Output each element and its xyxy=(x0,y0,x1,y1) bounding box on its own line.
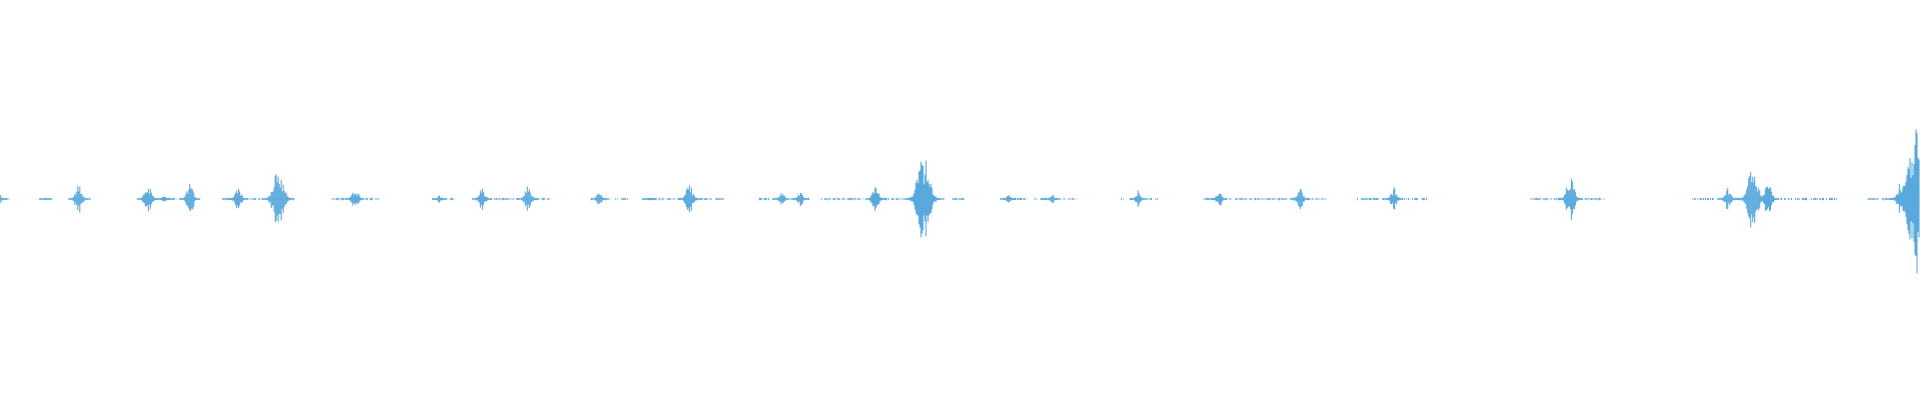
waveform-burst xyxy=(1044,194,1060,204)
waveform-burst xyxy=(1000,195,1016,203)
waveform-burst xyxy=(1756,186,1780,212)
waveform-burst xyxy=(791,192,809,206)
waveform-burst xyxy=(432,195,448,203)
waveform-burst xyxy=(471,188,492,211)
waveform-burst xyxy=(345,192,365,206)
waveform-burst xyxy=(1210,193,1228,206)
waveform-burst xyxy=(1718,188,1738,210)
waveform-burst xyxy=(1289,188,1310,210)
waveform-burst xyxy=(157,196,173,202)
waveform-burst xyxy=(641,197,656,201)
waveform-burst xyxy=(0,195,8,203)
waveform-burst xyxy=(1889,129,1920,274)
waveform-burst xyxy=(136,188,158,212)
waveform-bursts xyxy=(0,129,1920,274)
waveform-burst xyxy=(1557,179,1583,221)
waveform-burst xyxy=(517,186,538,211)
waveform-burst xyxy=(865,187,886,211)
waveform-burst xyxy=(677,185,700,213)
waveform-burst xyxy=(179,183,201,211)
waveform-burst xyxy=(68,185,89,213)
waveform-burst xyxy=(904,160,943,238)
waveform-burst xyxy=(772,193,790,205)
waveform-burst xyxy=(262,174,294,222)
waveform-burst xyxy=(1129,190,1147,207)
waveform-burst xyxy=(1384,187,1404,210)
waveform-burst xyxy=(228,188,249,209)
waveform-burst xyxy=(590,193,607,205)
waveform-burst xyxy=(39,197,53,201)
